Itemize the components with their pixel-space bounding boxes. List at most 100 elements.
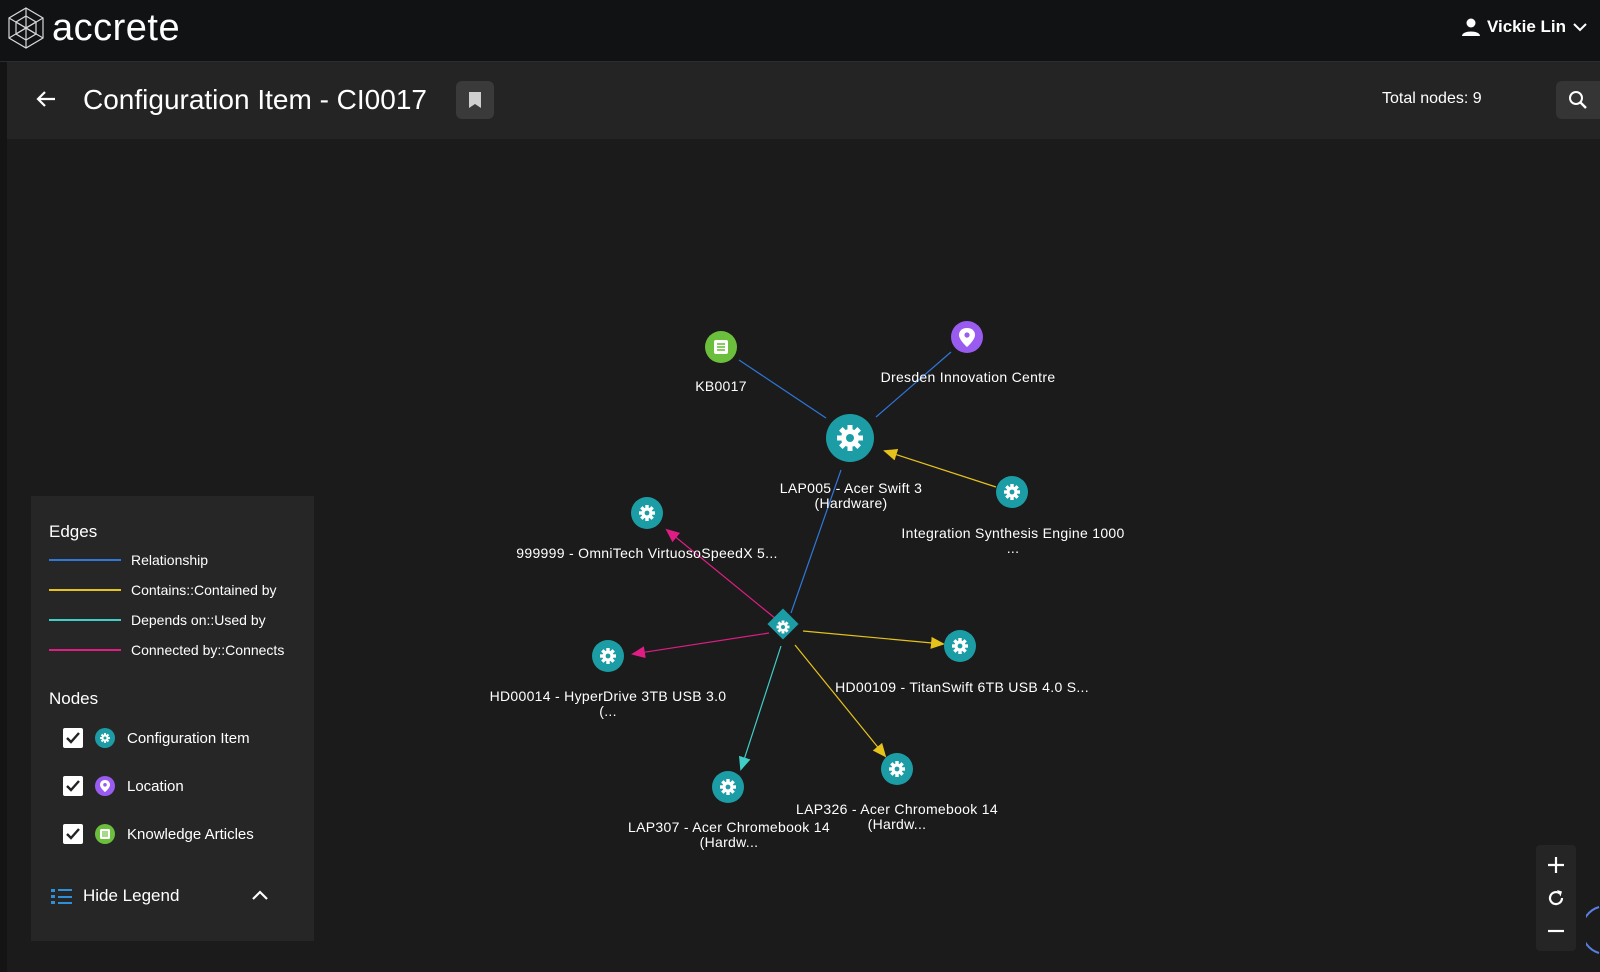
location-checkbox[interactable] [63,776,83,796]
node-label-kb0017: KB0017 [695,379,747,394]
graph-node-lap307[interactable] [712,771,744,803]
edge-relationship-kb [738,359,827,419]
node-label-line2: (Hardw... [867,816,927,832]
configuration-item-checkbox[interactable] [63,728,83,748]
legend-edge-label: Contains::Contained by [131,582,277,598]
zoom-out-button[interactable] [1536,915,1576,947]
zoom-in-button[interactable] [1536,849,1576,881]
node-label-line1: LAP326 - Acer Chromebook 14 [796,801,998,817]
gear-icon [952,638,968,654]
list-icon [51,889,72,904]
reset-zoom-button[interactable] [1536,882,1576,914]
logo-text: accrete [52,7,181,49]
legend-node-label: Configuration Item [127,729,250,747]
minus-icon [1548,929,1564,933]
node-label-line2: (Hardware) [814,495,888,511]
hide-legend-button[interactable]: Hide Legend [51,886,179,906]
graph-node-hub[interactable] [767,608,799,640]
legend-node-label: Knowledge Articles [127,825,254,843]
page-title: Configuration Item - CI0017 [83,84,427,115]
search-icon [1569,91,1587,109]
edge-contains-lap326 [794,644,887,758]
legend-node-knowledge-articles: Knowledge Articles [63,824,254,844]
gear-icon [600,648,616,664]
knowledge-articles-checkbox[interactable] [63,824,83,844]
node-label-line1: Dresden Innovation Centre [880,369,1056,385]
gear-icon [95,728,115,748]
top-navigation-bar: accrete Vickie Lin [0,0,1600,62]
arrow-left-icon [36,91,55,107]
total-nodes-count: Total nodes: 9 [1382,90,1482,107]
legend-edge-connected: Connected by::Connects [49,642,284,658]
node-label-hd00109: HD00109 - TitanSwift 6TB USB 4.0 S... [835,680,1089,695]
chevron-up-icon[interactable] [251,888,269,907]
back-button[interactable] [35,88,57,115]
graph-node-kb0017[interactable] [705,331,737,363]
gear-icon [720,779,736,795]
checkmark-icon [66,828,80,840]
node-label-dresden: Dresden Innovation Centre [881,370,1056,385]
node-label-line1: HD00109 - TitanSwift 6TB USB 4.0 S... [835,679,1089,695]
legend-edge-label: Depends on::Used by [131,612,266,628]
graph-node-dresden[interactable] [951,321,983,353]
page-header: Configuration Item - CI0017 Total nodes:… [7,62,1600,139]
graph-node-lap326[interactable] [881,753,913,785]
legend-edge-relationship: Relationship [49,552,208,568]
edge-swatch [49,619,121,621]
legend-edges-title: Edges [49,522,98,541]
gear-icon [776,620,790,634]
refresh-icon [1548,890,1564,906]
hide-legend-label: Hide Legend [83,886,180,905]
node-label-line2: (... [599,703,617,719]
node-label-line2: ... [1006,540,1020,556]
edge-connected-omni [665,528,777,620]
legend-edge-label: Relationship [131,552,209,568]
location-pin-icon [959,328,975,347]
graph-node-hd00014[interactable] [592,640,624,672]
node-label-lap326: LAP326 - Acer Chromebook 14 (Hardw... [796,802,998,832]
zoom-controls [1536,845,1576,951]
node-label-line1: KB0017 [695,378,747,394]
legend-node-location: Location [63,776,184,796]
user-name: Vickie Lin [1486,17,1566,36]
gear-icon [837,425,863,451]
chevron-down-icon [1573,23,1587,32]
legend-edge-depends: Depends on::Used by [49,612,266,628]
bookmark-icon [469,92,481,108]
graph-node-lap005[interactable] [826,414,874,462]
graph-node-omnitech[interactable] [631,497,663,529]
legend-node-label: Location [127,777,184,795]
checkmark-icon [66,780,80,792]
left-gutter [0,62,7,972]
app-logo[interactable]: accrete [6,6,180,50]
node-label-line1: Integration Synthesis Engine 1000 [901,525,1125,541]
edge-contains-hd109 [802,630,945,649]
help-fab-edge[interactable] [1586,905,1600,955]
article-icon [714,340,728,354]
node-label-line1: LAP307 - Acer Chromebook 14 [628,819,830,835]
user-menu[interactable]: Vickie Lin [1461,17,1588,37]
graph-node-integration-engine[interactable] [996,476,1028,508]
user-icon [1461,18,1480,36]
node-label-hd00014: HD00014 - HyperDrive 3TB USB 3.0 (... [490,689,727,719]
plus-icon [1548,857,1564,873]
checkmark-icon [66,732,80,744]
gear-icon [889,761,905,777]
search-button[interactable] [1556,81,1600,119]
graph-legend: Edges Relationship Contains::Contained b… [31,496,314,941]
node-label-lap307: LAP307 - Acer Chromebook 14 (Hardw... [628,820,830,850]
legend-edge-contains: Contains::Contained by [49,582,277,598]
gear-icon [639,505,655,521]
location-pin-icon [95,776,115,796]
edge-relationship-location [875,351,952,418]
node-label-line1: LAP005 - Acer Swift 3 [779,480,923,496]
edge-depends-lap307 [739,645,782,771]
graph-node-hd00109[interactable] [944,630,976,662]
node-label-line2: (Hardw... [699,834,759,850]
edge-relationship-lap005-hub [790,469,842,614]
edge-swatch [49,649,121,651]
gear-icon [1004,484,1020,500]
edge-swatch [49,589,121,591]
bookmark-button[interactable] [456,81,494,119]
